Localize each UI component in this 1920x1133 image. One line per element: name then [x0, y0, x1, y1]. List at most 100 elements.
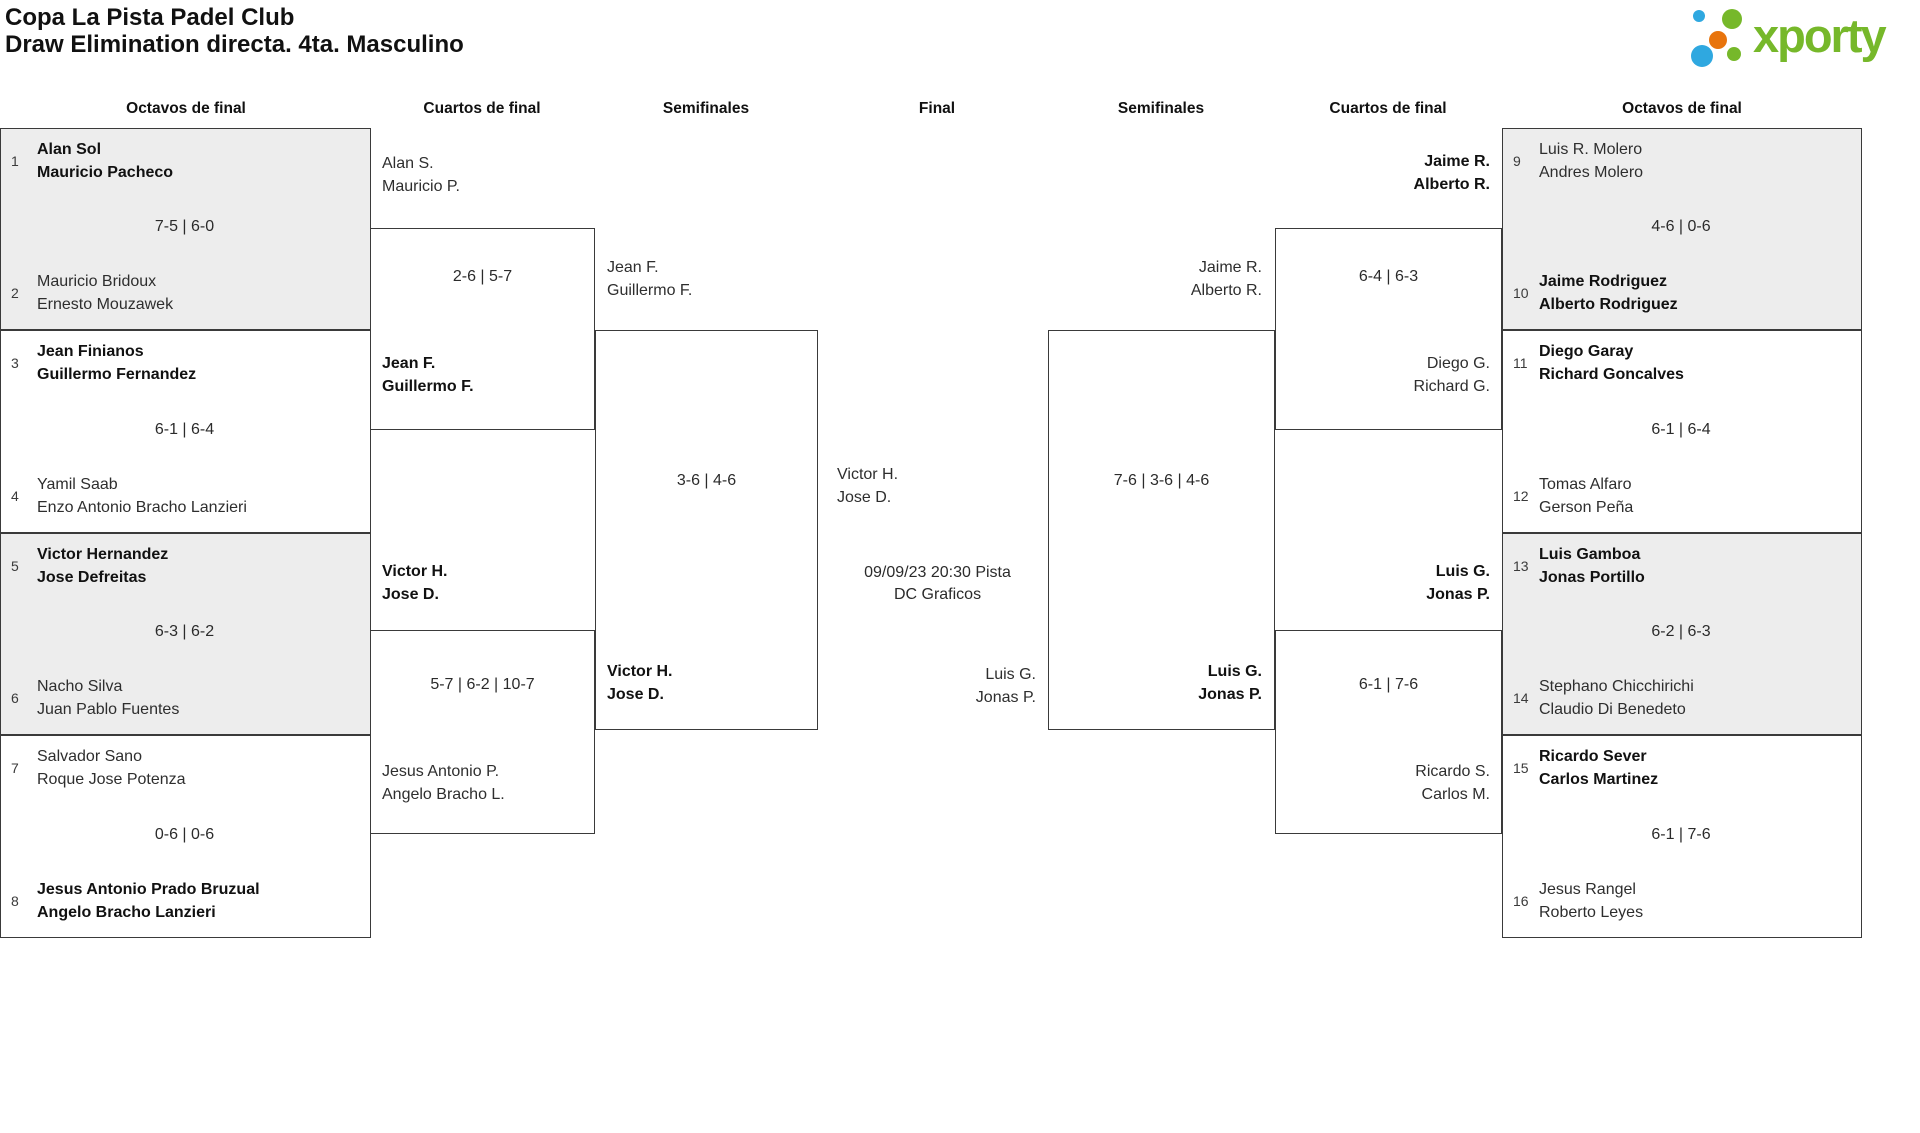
- qf-left-1-score: 2-6 | 5-7: [452, 268, 513, 285]
- round-header-octavos-left: Octavos de final: [126, 100, 246, 117]
- match-score: 6-1 | 6-4: [154, 420, 215, 438]
- seed-number: 7: [11, 760, 19, 776]
- tournament-title: Copa La Pista Padel Club: [5, 4, 295, 31]
- qf-right-1-score: 6-4 | 6-3: [1358, 268, 1419, 285]
- match-score: 6-2 | 6-3: [1651, 623, 1711, 640]
- seed-number: 2: [11, 285, 19, 301]
- logo-dot-green-small-icon: [1727, 47, 1741, 61]
- seed-number: 1: [11, 153, 19, 169]
- sf-left-team-bottom: Victor H.Jose D.: [607, 663, 673, 703]
- sf-right-team-top: Jaime R.Alberto R.: [1190, 259, 1262, 299]
- round-header-cuartos-left: Cuartos de final: [423, 100, 541, 117]
- qf-right-2-team-top: Luis G.Jonas P.: [1426, 563, 1490, 603]
- round-header-octavos-right: Octavos de final: [1622, 100, 1742, 117]
- round-header-final: Final: [918, 100, 956, 117]
- sf-left-team-top: Jean F.Guillermo F.: [607, 259, 693, 299]
- seed-number: 15: [1513, 760, 1529, 776]
- match-score: 6-1 | 7-6: [1651, 825, 1711, 843]
- match-score: 0-6 | 0-6: [154, 825, 215, 843]
- quarterfinal-left-2-box[interactable]: [370, 630, 595, 834]
- final-team-top: Victor H.Jose D.: [837, 466, 899, 506]
- seed-number: 14: [1513, 690, 1529, 706]
- seed-number: 6: [11, 690, 19, 706]
- seed-number: 3: [11, 355, 19, 371]
- seed-number: 9: [1513, 153, 1521, 169]
- sf-left-score: 3-6 | 4-6: [676, 472, 737, 489]
- qf-left-2-team-bottom: Jesus Antonio P.Angelo Bracho L.: [382, 763, 505, 803]
- qf-right-1-team-top: Jaime R.Alberto R.: [1413, 153, 1490, 193]
- round-header-cuartos-right: Cuartos de final: [1329, 100, 1447, 117]
- match-score: 6-1 | 6-4: [1651, 420, 1711, 438]
- logo-dot-orange-icon: [1709, 31, 1727, 49]
- seed-number: 10: [1513, 285, 1529, 301]
- logo-dot-blue-large-icon: [1691, 45, 1713, 67]
- round-header-semis-left: Semifinales: [662, 100, 750, 117]
- round-header-semis-right: Semifinales: [1117, 100, 1205, 117]
- seed-number: 16: [1513, 893, 1529, 909]
- qf-right-2-team-bottom: Ricardo S.Carlos M.: [1415, 763, 1490, 803]
- qf-left-1-team-bottom: Jean F.Guillermo F.: [382, 355, 474, 395]
- seed-number: 5: [11, 558, 19, 574]
- sf-right-score: 7-6 | 3-6 | 4-6: [1113, 472, 1210, 489]
- match-score: 7-5 | 6-0: [154, 218, 215, 235]
- seed-number: 13: [1513, 558, 1529, 574]
- draw-subtitle: Draw Elimination directa. 4ta. Masculino: [5, 31, 464, 58]
- seed-number: 11: [1513, 355, 1528, 371]
- logo-brand-text: xporty: [1753, 9, 1887, 62]
- logo-dot-blue-small-icon: [1693, 10, 1705, 22]
- sf-right-team-bottom: Luis G.Jonas P.: [1198, 663, 1262, 703]
- qf-left-2-team-top: Victor H.Jose D.: [382, 563, 448, 603]
- logo-dot-green-large-icon: [1722, 9, 1742, 29]
- final-team-bottom: Luis G.Jonas P.: [975, 666, 1036, 706]
- qf-left-1-team-top: Alan S.Mauricio P.: [382, 155, 460, 195]
- quarterfinal-right-2-box[interactable]: [1275, 630, 1502, 834]
- semifinal-left-box[interactable]: [595, 330, 818, 730]
- quarterfinal-left-1-box[interactable]: [370, 228, 595, 430]
- seed-number: 8: [11, 893, 19, 909]
- match-score: 4-6 | 0-6: [1651, 218, 1711, 235]
- seed-number: 12: [1513, 488, 1529, 504]
- qf-right-2-score: 6-1 | 7-6: [1358, 676, 1419, 693]
- semifinal-right-box[interactable]: [1048, 330, 1275, 730]
- quarterfinal-right-1-box[interactable]: [1275, 228, 1502, 430]
